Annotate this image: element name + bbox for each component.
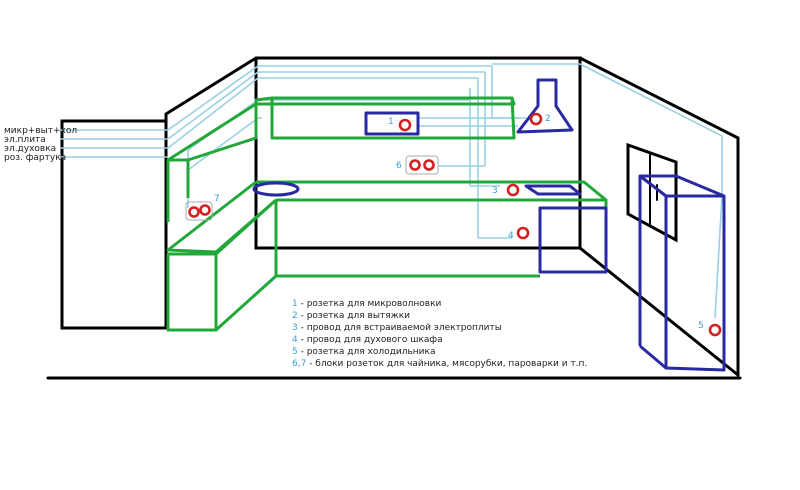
legend-text: - розетка для холодильника	[298, 347, 436, 357]
legend-text: - провод для духового шкафа	[298, 335, 443, 345]
marker-7: 7	[214, 194, 220, 204]
window-frame	[626, 142, 678, 243]
left-wall-top	[164, 56, 258, 116]
outlet-6b	[423, 159, 435, 171]
legend-text: - розетка для микроволновки	[298, 299, 442, 309]
legend-num: 3	[292, 323, 298, 333]
countertop-back	[256, 180, 608, 202]
legend-item-2: 2 - розетка для вытяжки	[292, 311, 410, 321]
outlet-7a	[188, 206, 200, 218]
outlet-4	[516, 226, 530, 240]
legend-item-4: 4 - провод для духового шкафа	[292, 335, 443, 345]
outlet-6a	[409, 159, 421, 171]
outlet-7b	[199, 204, 211, 216]
marker-3: 3	[492, 186, 498, 196]
wire-diag-5	[187, 117, 259, 171]
outlet-block-7	[185, 201, 213, 221]
outlet-3	[506, 183, 520, 197]
left-upper-cabinet	[166, 102, 258, 162]
range-hood	[516, 78, 574, 134]
appliances	[252, 78, 726, 372]
wire-fridge-d	[714, 195, 723, 319]
right-floor-edge	[578, 246, 740, 377]
legend-text: - провод для встраиваемой электроплиты	[298, 323, 502, 333]
built-in-oven	[538, 206, 608, 274]
legend-text: - розетка для вытяжки	[298, 311, 410, 321]
base-left-diag	[214, 274, 278, 332]
fridge-front	[664, 196, 726, 372]
sink	[252, 181, 300, 197]
legend-num: 4	[292, 335, 298, 345]
microwave	[364, 111, 420, 136]
outlet-5	[708, 323, 722, 337]
marker-5: 5	[698, 321, 704, 331]
marker-4: 4	[508, 231, 514, 241]
wire-labels: микр+выт+хол эл.плита эл.духовка роз. фа…	[4, 126, 77, 163]
legend-num: 1	[292, 299, 298, 309]
cooktop	[524, 184, 582, 196]
label-wire-1: микр+выт+хол	[4, 126, 77, 136]
outlets	[185, 112, 722, 337]
outlet-block-6	[405, 155, 439, 175]
marker-numbers: 1 2 3 4 5 6 7	[214, 114, 704, 331]
legend-item-6: 6,7 - блоки розеток для чайника, мясоруб…	[292, 359, 587, 369]
back-wall	[254, 56, 582, 250]
label-wire-2: эл.плита	[4, 135, 46, 145]
left-partition	[60, 119, 168, 330]
marker-1: 1	[388, 117, 394, 127]
wire-diag-3	[167, 77, 259, 149]
marker-6: 6	[396, 161, 402, 171]
right-wall-top	[578, 56, 740, 140]
outlet-1	[398, 118, 412, 132]
label-wire-4: роз. фартука	[4, 153, 66, 163]
kitchen-furniture	[166, 96, 608, 332]
upper-cabinet-back	[270, 96, 516, 140]
legend-num: 6,7	[292, 359, 306, 369]
wire-fridge-b	[579, 63, 723, 137]
base-left-front	[166, 252, 218, 332]
wire-diag-2	[167, 71, 259, 140]
legend-num: 5	[292, 347, 298, 357]
fridge-bottom	[639, 344, 667, 370]
legend-num: 2	[292, 311, 298, 321]
legend: 1 - розетка для микроволновки 2 - розетк…	[292, 299, 587, 369]
label-wire-3: эл.духовка	[4, 144, 56, 154]
legend-item-3: 3 - провод для встраиваемой электроплиты	[292, 323, 502, 333]
fridge-top	[638, 174, 726, 198]
base-left-diag2	[214, 198, 278, 256]
legend-item-5: 5 - розетка для холодильника	[292, 347, 435, 357]
wiring	[60, 63, 723, 319]
marker-2: 2	[545, 114, 551, 124]
outlet-2	[529, 112, 543, 126]
legend-item-1: 1 - розетка для микроволновки	[292, 299, 442, 309]
legend-text: - блоки розеток для чайника, мясорубки, …	[306, 359, 587, 369]
wire-diag-1	[167, 65, 259, 131]
